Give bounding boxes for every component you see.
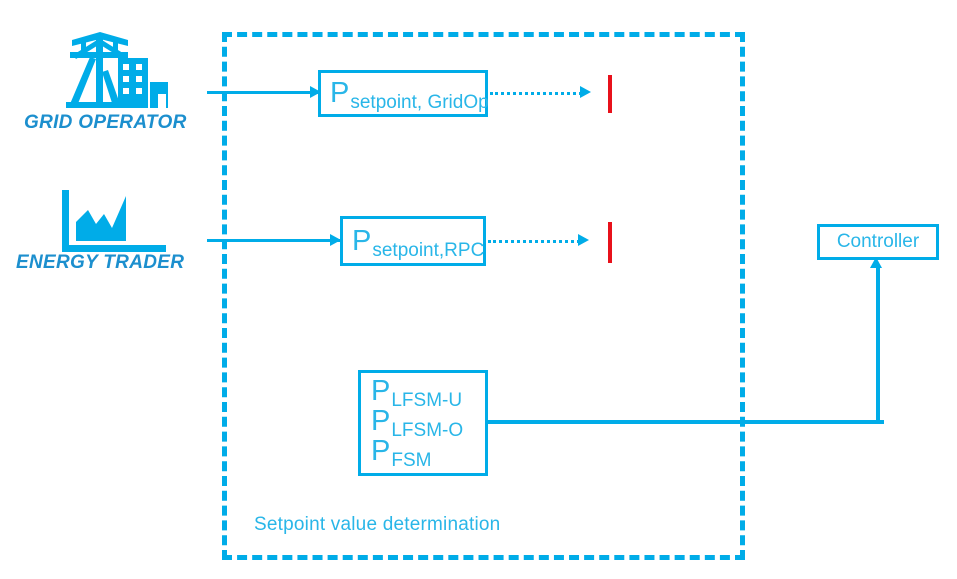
energy-trader-label: ENERGY TRADER <box>16 252 185 273</box>
transmission-tower-building-icon <box>56 30 174 110</box>
p-lfsm-o-subscript: LFSM-O <box>391 420 464 441</box>
gridop-to-marker-dotted-line <box>490 92 582 95</box>
p-lfsm-u-subscript: LFSM-U <box>391 390 463 411</box>
market-chart-icon <box>62 190 166 252</box>
container-caption: Setpoint value determination <box>254 514 501 535</box>
setpoint-determination-container <box>222 32 745 560</box>
red-marker-2 <box>608 222 612 263</box>
rpc-to-marker-arrowhead-icon <box>578 234 589 246</box>
energy-trader-to-rpc-arrow-line <box>207 239 341 242</box>
fsm-to-controller-vertical-segment <box>876 268 880 422</box>
grid-operator-to-setpoint-arrowhead-icon <box>310 86 321 98</box>
fsm-to-controller-horizontal-segment <box>486 420 884 424</box>
p-setpoint-rpc-subscript: setpoint,RPC <box>372 239 485 261</box>
p-fsm-base: P <box>371 435 391 467</box>
p-setpoint-gridop-formula: Psetpoint, GridOp <box>330 77 489 113</box>
p-lfsm-u-base: P <box>371 375 391 407</box>
p-fsm-subscript: FSM <box>391 450 432 471</box>
rpc-to-marker-dotted-line <box>488 240 580 243</box>
grid-operator-label: GRID OPERATOR <box>24 112 187 133</box>
p-setpoint-rpc-box[interactable]: Psetpoint,RPC <box>340 216 486 266</box>
fsm-to-controller-arrowhead-icon <box>870 257 882 268</box>
p-setpoint-rpc-base: P <box>352 224 372 257</box>
p-setpoint-gridop-base: P <box>330 77 350 109</box>
grid-operator-to-setpoint-arrow-line <box>207 91 321 94</box>
p-setpoint-rpc-formula: Psetpoint,RPC <box>352 224 484 260</box>
p-setpoint-gridop-box[interactable]: Psetpoint, GridOp <box>318 70 489 117</box>
p-lfsm-o-formula: PLFSM-O <box>371 405 485 441</box>
p-fsm-box[interactable]: PLFSM-U PLFSM-O PFSM <box>358 370 488 476</box>
controller-label: Controller <box>836 231 920 252</box>
red-marker-1 <box>608 75 612 113</box>
p-setpoint-gridop-subscript: setpoint, GridOp <box>350 92 489 113</box>
p-fsm-formula: PFSM <box>371 435 485 471</box>
energy-trader-to-rpc-arrowhead-icon <box>330 234 341 246</box>
gridop-to-marker-arrowhead-icon <box>580 86 591 98</box>
controller-box[interactable]: Controller <box>817 224 939 260</box>
p-lfsm-u-formula: PLFSM-U <box>371 375 485 411</box>
p-lfsm-o-base: P <box>371 405 391 437</box>
